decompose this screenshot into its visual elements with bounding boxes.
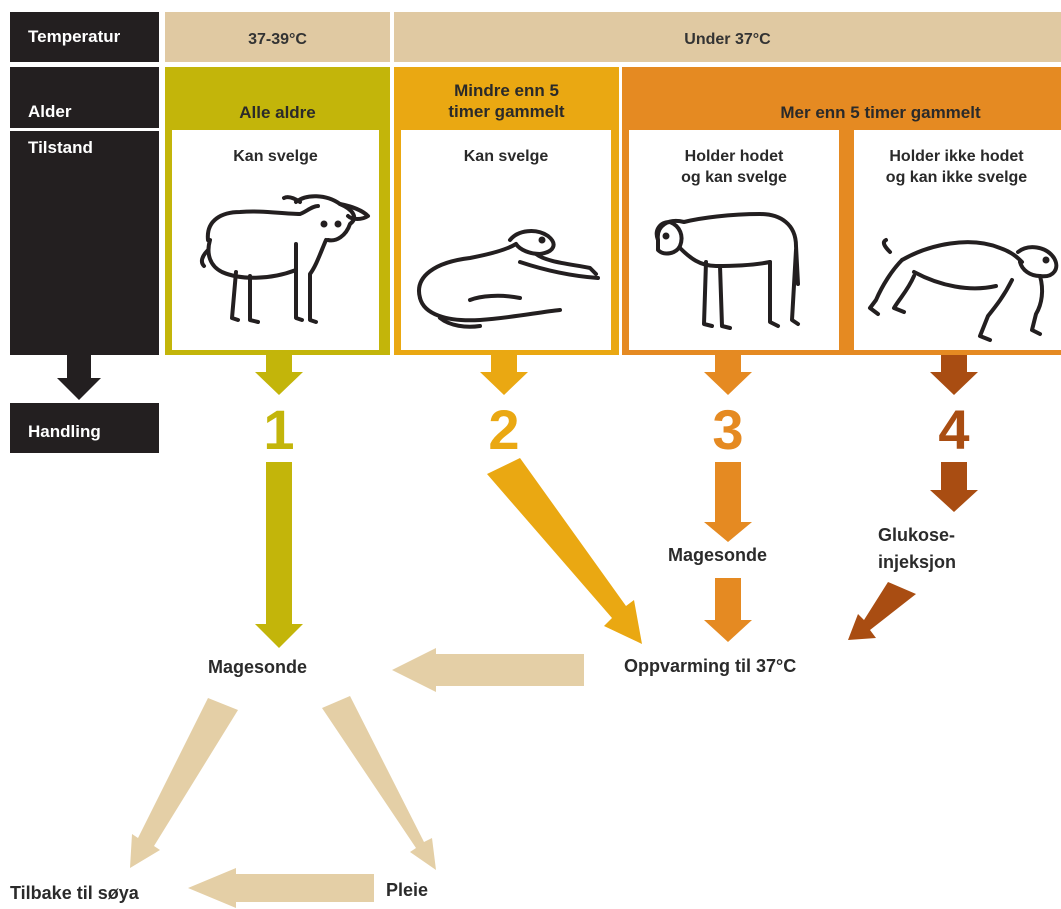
row-divider bbox=[10, 128, 159, 131]
arrow-3-top-icon bbox=[704, 355, 752, 395]
standing-lamb-head-up-icon bbox=[654, 212, 800, 330]
weak-lamb-icon bbox=[868, 238, 1059, 342]
warming-label: Oppvarming til 37°C bbox=[624, 656, 797, 676]
action-number-4: 4 bbox=[938, 398, 970, 461]
condition-4-line1: Holder ikke hodet bbox=[889, 148, 1024, 165]
glucose-injection-label: Glukose- injeksjon bbox=[878, 522, 956, 576]
condition-row-label: Tilstand bbox=[28, 138, 93, 157]
arrow-warming-to-tube-icon bbox=[392, 648, 584, 692]
arrow-4-top-icon bbox=[930, 355, 978, 395]
action-number-3: 3 bbox=[712, 398, 744, 461]
row-label-panel bbox=[10, 67, 159, 355]
condition-1-text: Kan svelge bbox=[233, 148, 318, 165]
condition-2-text: Kan svelge bbox=[463, 148, 549, 165]
condition-3-text: Holder hodet og kan svelge bbox=[629, 146, 839, 188]
action-number-2: 2 bbox=[488, 398, 520, 461]
arrow-4-middle-icon bbox=[930, 462, 978, 512]
age-young-header: Mindre enn 5 timer gammelt bbox=[394, 80, 619, 122]
age-young-line1: Mindre enn 5 bbox=[454, 81, 559, 100]
action-number-1: 1 bbox=[263, 398, 295, 461]
condition-card-2 bbox=[396, 125, 616, 355]
temperature-low-header: Under 37°C bbox=[394, 12, 1061, 62]
left-column-arrow-icon bbox=[57, 355, 101, 400]
arrow-tube-to-care-icon bbox=[322, 696, 436, 870]
arrow-4-diagonal-icon bbox=[848, 582, 916, 640]
care-label: Pleie bbox=[386, 880, 429, 900]
condition-card-3 bbox=[624, 125, 844, 355]
arrow-1-long-icon bbox=[255, 462, 303, 648]
arrow-3-middle-icon bbox=[704, 462, 752, 542]
tube-feeding-label: Magesonde bbox=[208, 657, 308, 677]
arrow-1-top-icon bbox=[255, 355, 303, 395]
condition-3-line2: og kan svelge bbox=[681, 169, 787, 186]
age-row-label: Alder bbox=[28, 102, 72, 121]
condition-card-1 bbox=[167, 125, 384, 355]
condition-4-line2: og kan ikke svelge bbox=[885, 169, 1028, 186]
condition-4-text: Holder ikke hodet og kan ikke svelge bbox=[852, 146, 1061, 188]
arrow-tube-to-ewe-icon bbox=[130, 698, 238, 868]
arrow-3-bottom-icon bbox=[704, 578, 752, 642]
arrow-2-top-icon bbox=[480, 355, 528, 395]
arrow-care-to-ewe-icon bbox=[188, 868, 374, 908]
lying-lamb-icon bbox=[417, 229, 600, 329]
glucose-line2: injeksjon bbox=[878, 552, 957, 572]
standing-lamb-icon bbox=[199, 194, 370, 324]
age-young-line2: timer gammelt bbox=[448, 102, 565, 121]
back-to-ewe-label: Tilbake til søya bbox=[10, 883, 139, 903]
arrow-2-diagonal-icon bbox=[487, 458, 642, 644]
age-old-header: Mer enn 5 timer gammelt bbox=[780, 103, 981, 122]
temperature-row-label: Temperatur bbox=[10, 12, 159, 62]
action-row-label: Handling bbox=[10, 403, 159, 453]
condition-3-line1: Holder hodet bbox=[684, 148, 784, 165]
tube-feeding-middle-label: Magesonde bbox=[668, 545, 768, 565]
age-all-header: Alle aldre bbox=[239, 103, 316, 122]
temperature-normal-header: 37-39°C bbox=[165, 12, 390, 62]
glucose-line1: Glukose- bbox=[878, 525, 956, 545]
